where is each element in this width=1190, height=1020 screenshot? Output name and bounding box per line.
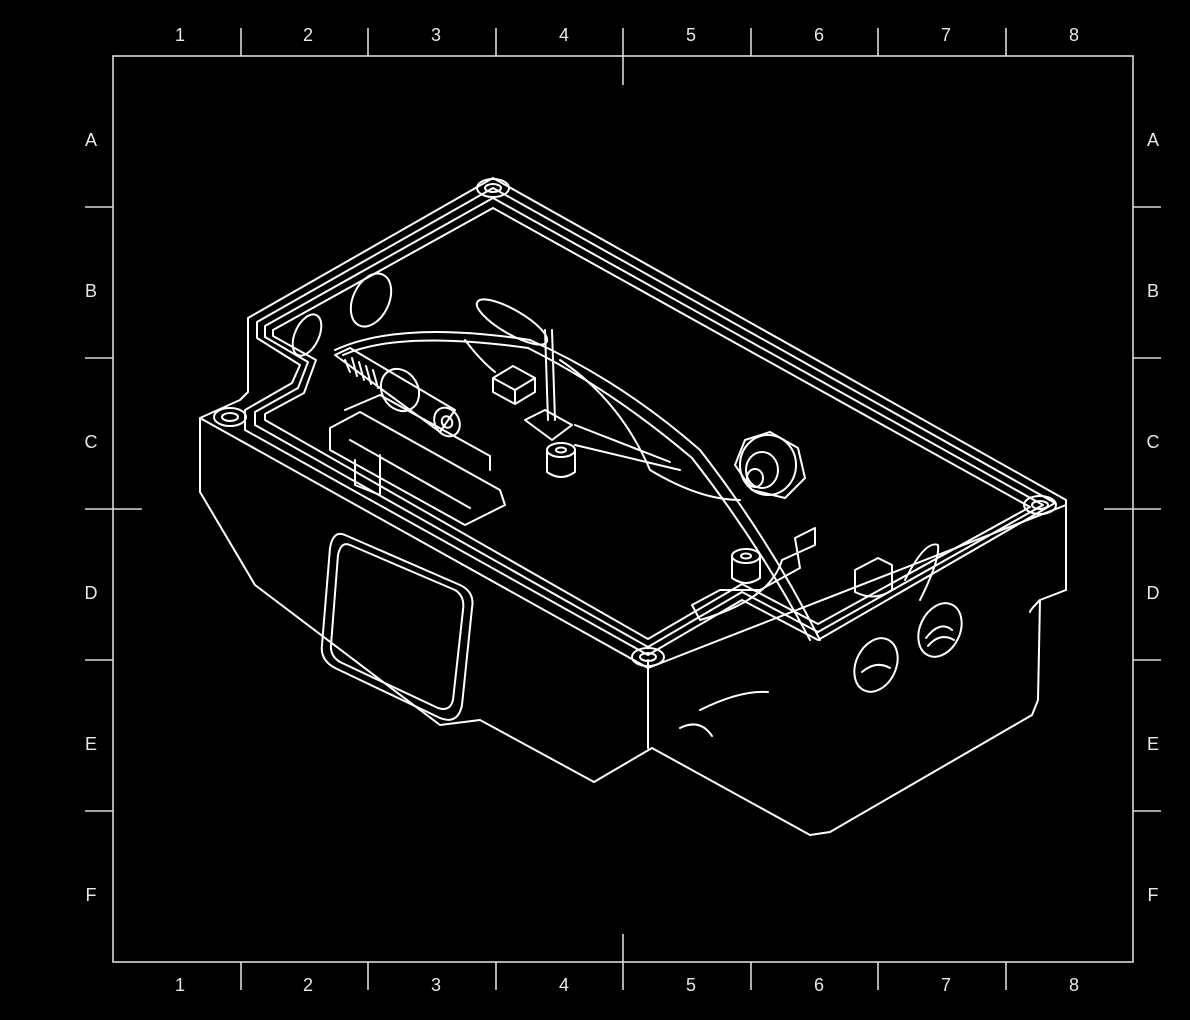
mounting-bracket <box>691 527 816 621</box>
terminal-block <box>492 365 536 405</box>
side-window <box>320 532 474 721</box>
row-label-left-e: E <box>84 734 98 754</box>
row-label-right-c: C <box>1146 432 1160 452</box>
column-label-top-7: 7 <box>940 25 952 45</box>
row-label-left-f: F <box>85 885 97 905</box>
column-label-bottom-1: 1 <box>174 975 186 995</box>
row-label-left-b: B <box>84 281 98 301</box>
column-label-bottom-8: 8 <box>1068 975 1080 995</box>
column-label-top-5: 5 <box>685 25 697 45</box>
row-label-right-d: D <box>1146 583 1160 603</box>
column-label-top-2: 2 <box>302 25 314 45</box>
standoffs <box>546 442 893 598</box>
drawing-frame <box>85 28 1161 990</box>
row-label-left-d: D <box>84 583 98 603</box>
column-label-bottom-6: 6 <box>813 975 825 995</box>
row-label-left-a: A <box>84 130 98 150</box>
back-wall-holes <box>291 272 393 357</box>
row-label-right-a: A <box>1146 130 1160 150</box>
column-label-top-4: 4 <box>558 25 570 45</box>
circular-panel-connector <box>734 431 806 499</box>
column-label-bottom-5: 5 <box>685 975 697 995</box>
column-label-top-8: 8 <box>1068 25 1080 45</box>
wiring-harness <box>334 298 940 641</box>
column-label-bottom-7: 7 <box>940 975 952 995</box>
column-label-top-3: 3 <box>430 25 442 45</box>
row-label-right-e: E <box>1146 734 1160 754</box>
row-label-right-f: F <box>1147 885 1159 905</box>
column-label-bottom-2: 2 <box>302 975 314 995</box>
enclosure-body <box>199 177 1067 836</box>
column-label-bottom-4: 4 <box>558 975 570 995</box>
column-label-top-6: 6 <box>813 25 825 45</box>
corner-screw-holes <box>213 178 1057 667</box>
row-label-left-c: C <box>84 432 98 452</box>
cable-gland-connector <box>334 347 461 438</box>
side-ports <box>853 602 963 693</box>
column-label-top-1: 1 <box>174 25 186 45</box>
column-label-bottom-3: 3 <box>430 975 442 995</box>
row-label-right-b: B <box>1146 281 1160 301</box>
